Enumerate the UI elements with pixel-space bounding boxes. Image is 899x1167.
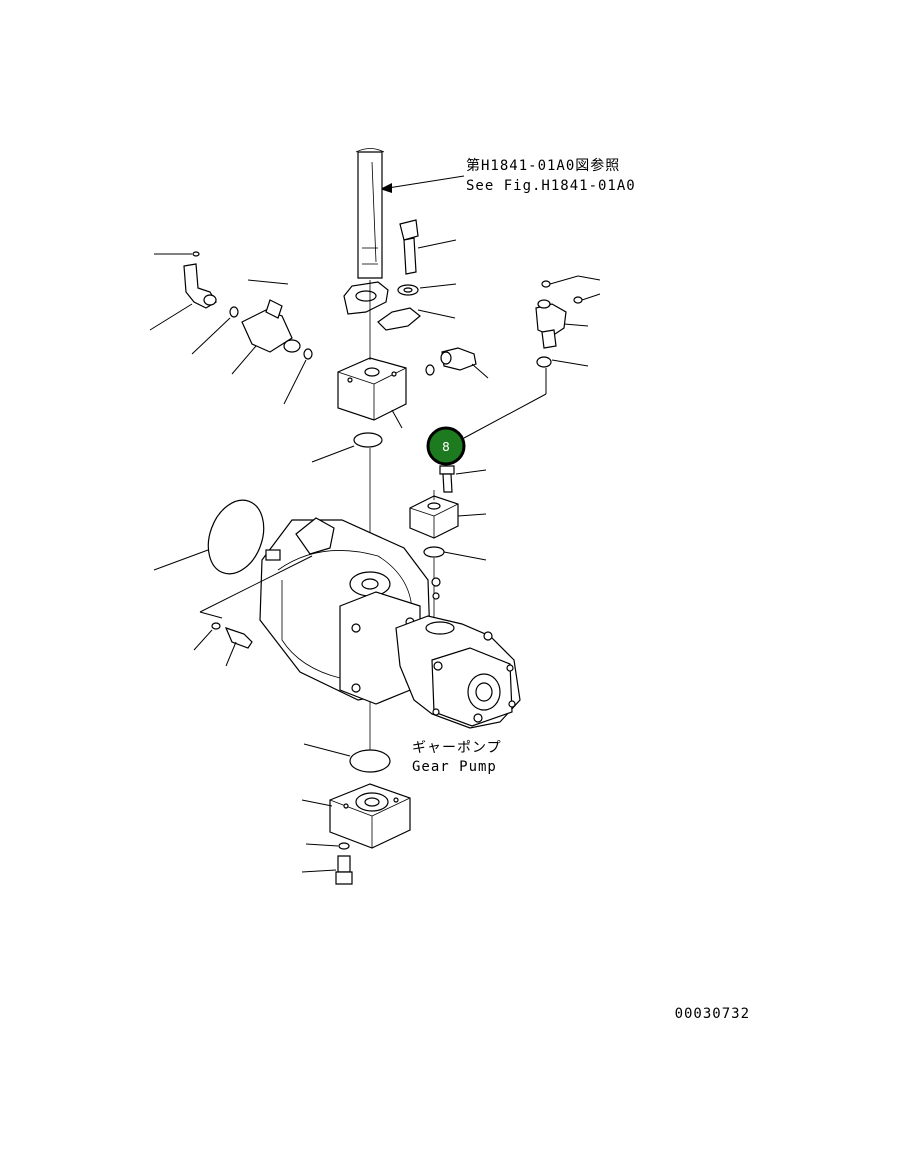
- flange-clamp: [343, 281, 456, 331]
- large-gasket: [153, 499, 265, 575]
- reference-note-en: See Fig.H1841-01A0: [466, 178, 636, 194]
- right-fitting-assembly: [535, 275, 601, 349]
- top-bolt: [399, 219, 457, 275]
- adapter-bolt: [439, 465, 487, 493]
- valve-assembly: [231, 279, 301, 375]
- lower-washer: [305, 842, 350, 850]
- reference-note-jp: 第H1841-01A0図参照: [466, 157, 620, 174]
- upper-pipe: [355, 148, 385, 279]
- pump-mount-bolt: [193, 555, 313, 667]
- main-pump-body: [259, 517, 441, 705]
- upper-large-oring: [311, 432, 383, 463]
- callout-marker-number: 8: [442, 440, 450, 454]
- lower-large-oring: [303, 743, 391, 773]
- block-right-elbow: [425, 347, 489, 379]
- lower-bolt: [301, 855, 353, 885]
- callout-marker-8[interactable]: 8: [426, 426, 466, 466]
- left-elbow-fitting: [149, 251, 217, 331]
- gear-pump-section: [395, 615, 521, 729]
- gear-pump-label-jp: ギャーポンプ: [412, 740, 502, 756]
- upper-valve-block: [337, 357, 407, 429]
- block-left-oring: [283, 348, 313, 405]
- drawing-number: 00030732: [675, 1006, 750, 1022]
- right-oring: [463, 356, 589, 439]
- left-small-oring: [191, 306, 239, 355]
- adapter-oring: [423, 546, 487, 561]
- gear-pump-label-en: Gear Pump: [412, 759, 497, 775]
- adapter-block: [409, 495, 487, 539]
- reference-arrow: [380, 175, 465, 193]
- top-washer: [397, 283, 457, 296]
- lower-flange: [301, 783, 411, 849]
